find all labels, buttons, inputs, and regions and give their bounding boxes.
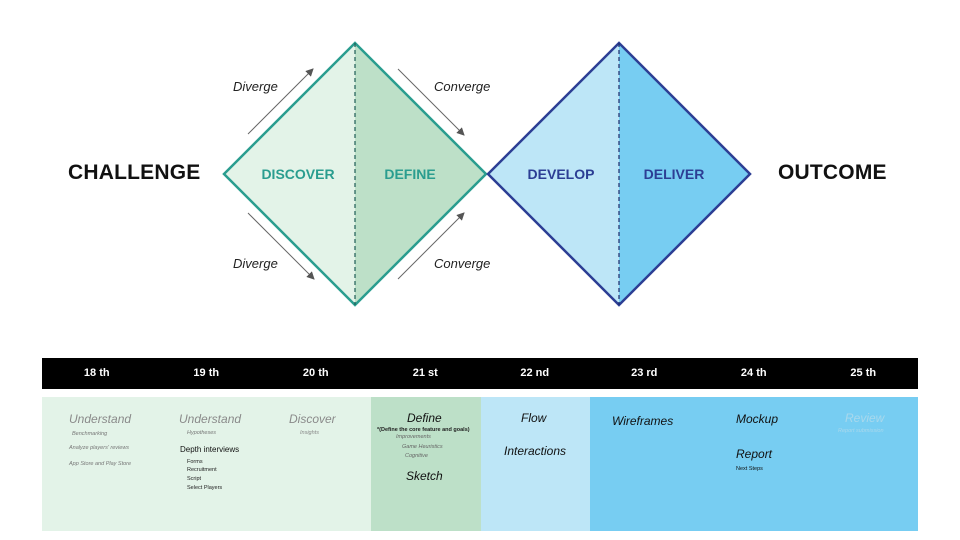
- c21-title: Define: [407, 411, 442, 425]
- phase-discover: DISCOVER: [261, 166, 335, 182]
- c19-item: Script: [187, 476, 202, 482]
- c23-title: Wireframes: [612, 414, 674, 428]
- band-deliver: [590, 397, 918, 531]
- timeline-board: Understand Benchmarking Analyze players'…: [42, 397, 918, 531]
- c21-item: Improvements: [396, 434, 431, 440]
- day-18: 18 th: [83, 367, 110, 379]
- c24-title: Mockup: [736, 412, 779, 426]
- c19-heading: Depth interviews: [180, 445, 240, 454]
- deliver-half: [619, 43, 750, 305]
- c21-title2: Sketch: [406, 469, 443, 483]
- c18-item: Benchmarking: [72, 431, 108, 437]
- phase-deliver: DELIVER: [643, 166, 705, 182]
- day-23: 23 rd: [631, 367, 658, 379]
- c25-sub: Report submission: [838, 428, 884, 434]
- c19-item: Forms: [187, 459, 203, 465]
- c18-item: Analyze players' reviews: [69, 445, 130, 451]
- c20-sub: Insights: [300, 430, 319, 436]
- converge-bottom-arrow: [397, 212, 465, 280]
- diverge-top-label: Diverge: [233, 79, 278, 94]
- c22-title: Flow: [521, 411, 547, 425]
- second-diamond-outline: [486, 41, 752, 307]
- c19-item: Select Players: [187, 485, 223, 491]
- diverge-bottom-arrow: [247, 212, 315, 280]
- band-discover: [42, 397, 371, 531]
- define-half: [355, 43, 486, 305]
- discover-half: [224, 43, 355, 305]
- day-24: 24 th: [740, 367, 767, 379]
- double-diamond-diagram: [222, 41, 752, 307]
- phase-develop: DEVELOP: [527, 166, 595, 182]
- diverge-top-arrow: [247, 68, 314, 135]
- day-20: 20 th: [302, 367, 329, 379]
- day-21: 21 st: [412, 367, 438, 379]
- c19-item: Recruitment: [187, 467, 217, 473]
- c21-item: Game Heuristics: [402, 444, 443, 450]
- phase-define: DEFINE: [384, 166, 436, 182]
- c19-sub: Hypotheses: [187, 430, 217, 436]
- converge-top-label: Converge: [434, 79, 491, 94]
- converge-bottom-label: Converge: [434, 256, 491, 271]
- develop-half: [488, 43, 619, 305]
- c21-item: Cognitive: [405, 453, 428, 459]
- c24-sub: Next Steps: [736, 466, 763, 472]
- converge-top-arrow: [397, 68, 465, 136]
- challenge-label: CHALLENGE: [68, 161, 201, 184]
- band-define: [371, 397, 481, 531]
- band-develop: [481, 397, 590, 531]
- c22-title2: Interactions: [504, 444, 567, 458]
- outcome-label: OUTCOME: [778, 161, 887, 184]
- c19-title: Understand: [179, 412, 242, 426]
- c18-item: App Store and Play Store: [69, 461, 132, 467]
- c21-note: *(Define the core feature and goals): [377, 427, 470, 433]
- c25-title: Review: [845, 411, 885, 425]
- timeline-header: 18 th 19 th 20 th 21 st 22 nd 23 rd 24 t…: [42, 358, 918, 389]
- day-25: 25 th: [850, 367, 877, 379]
- first-diamond-outline: [222, 41, 488, 307]
- day-19: 19 th: [193, 367, 220, 379]
- c20-title: Discover: [289, 412, 336, 426]
- diverge-bottom-label: Diverge: [233, 256, 278, 271]
- day-22: 22 nd: [520, 367, 550, 379]
- c18-title: Understand: [69, 412, 132, 426]
- c24-title2: Report: [736, 447, 773, 461]
